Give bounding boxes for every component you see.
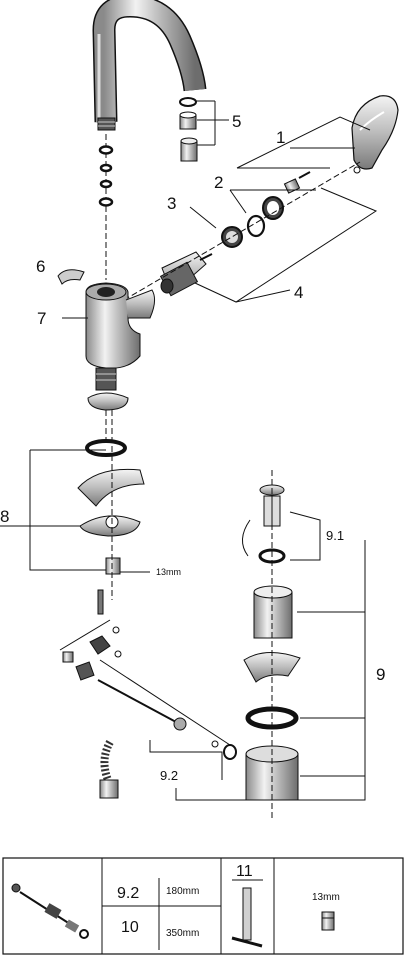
lever-handle xyxy=(351,95,399,174)
assembly-axis xyxy=(123,161,361,301)
table-tool-code: 11 xyxy=(236,863,253,880)
adapter-icon xyxy=(321,911,335,931)
supply-connection xyxy=(59,589,237,799)
table-row2-code: 10 xyxy=(121,919,139,936)
faucet-body xyxy=(62,282,156,440)
callout-1: 1 xyxy=(276,128,285,147)
mounting-set xyxy=(0,410,150,600)
pop-up-waste xyxy=(175,470,366,820)
aerator-assembly xyxy=(179,97,229,162)
tool-icon xyxy=(231,887,263,948)
spare-parts-table: 9.2 180mm 10 350mm 11 13mm xyxy=(2,857,404,955)
wrench-size-label: 13mm xyxy=(156,567,181,577)
cartridge xyxy=(159,251,213,297)
table-row1-code: 9.2 xyxy=(117,885,139,902)
spout-seals xyxy=(98,134,114,280)
spout xyxy=(92,0,207,131)
table-row2-length: 350mm xyxy=(166,928,199,939)
callout-9-1: 9.1 xyxy=(326,528,344,543)
table-adapter-size: 13mm xyxy=(312,892,340,903)
callout-3: 3 xyxy=(167,194,176,213)
callout-9: 9 xyxy=(376,665,385,684)
callout-leaders xyxy=(189,116,378,303)
callout-4: 4 xyxy=(294,283,303,302)
callout-2: 2 xyxy=(214,173,223,192)
hose-kit-icon xyxy=(11,883,89,939)
callout-8: 8 xyxy=(0,507,9,526)
retaining-clip xyxy=(57,269,85,285)
table-row1-length: 180mm xyxy=(166,886,199,897)
callout-6: 6 xyxy=(36,257,45,276)
callout-7: 7 xyxy=(37,309,46,328)
cartridge-nut xyxy=(221,196,284,248)
callout-5: 5 xyxy=(232,112,241,131)
callout-9-2: 9.2 xyxy=(160,768,178,783)
